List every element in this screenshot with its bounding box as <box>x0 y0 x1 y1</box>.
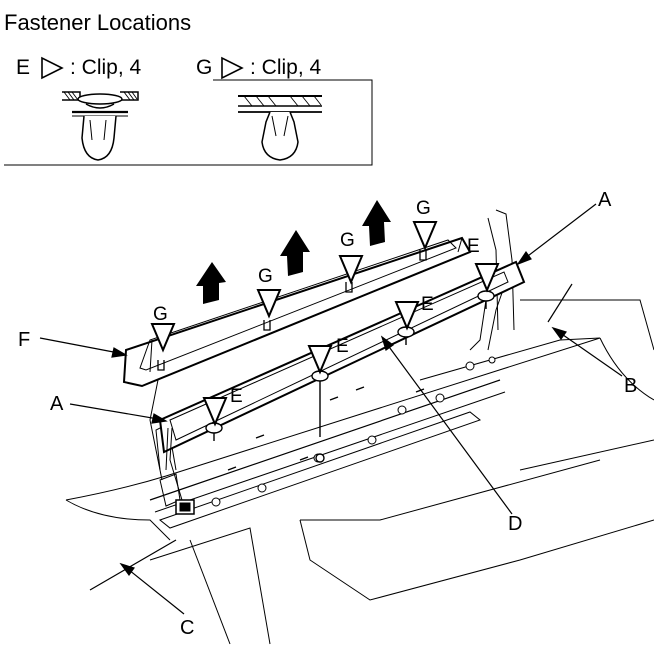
callout-d: D <box>508 513 522 535</box>
legend-frame <box>4 79 373 166</box>
legend-panel: Fastener Locations E : Clip, 4 G : Clip,… <box>4 10 373 166</box>
marker-labels: G G G G E E E E <box>153 198 480 407</box>
g-marker-label: G <box>258 266 273 287</box>
callout-a-left: A <box>50 393 64 415</box>
triangle-marker-icon <box>256 289 282 319</box>
e-marker-label: E <box>421 294 434 315</box>
e-markers <box>202 263 500 427</box>
g-marker-label: G <box>153 304 168 325</box>
legend-title: Fastener Locations <box>4 10 191 35</box>
triangle-marker-icon <box>307 345 333 375</box>
callout-a-top: A <box>598 189 612 211</box>
legend-text-e: : Clip, 4 <box>70 56 142 79</box>
callout-leaders <box>39 203 623 615</box>
guide-lines <box>149 379 183 501</box>
clip-e-icon <box>62 91 139 161</box>
triangle-marker-icon <box>221 56 244 80</box>
triangle-marker-icon <box>338 255 364 285</box>
triangle-marker-icon <box>394 301 420 331</box>
callout-c: C <box>180 617 194 639</box>
triangle-marker-icon <box>412 221 438 251</box>
g-markers <box>150 221 438 353</box>
g-clip-pins <box>157 250 427 371</box>
upper-garnish-f <box>122 236 472 388</box>
lower-garnish-d <box>158 260 526 454</box>
legend-text-g: : Clip, 4 <box>250 56 322 79</box>
triangle-marker-icon <box>41 56 64 80</box>
g-marker-label: G <box>340 230 355 251</box>
triangle-marker-icon <box>150 323 176 353</box>
clip-g-icon <box>238 95 322 161</box>
legend-letter-e: E <box>16 56 30 79</box>
legend-letter-g: G <box>196 56 212 79</box>
up-arrow-icon <box>196 262 226 304</box>
triangle-marker-icon <box>474 263 500 293</box>
up-arrow-icon <box>362 200 391 246</box>
up-arrow-icon <box>280 230 310 276</box>
removal-arrows <box>196 200 391 304</box>
triangle-marker-icon <box>202 397 228 427</box>
callout-labels: A A B C D F <box>18 189 637 639</box>
callout-b: B <box>624 375 637 397</box>
callout-f: F <box>18 329 30 351</box>
g-marker-label: G <box>416 198 431 219</box>
body-panel <box>65 209 654 645</box>
e-marker-label: E <box>467 236 480 257</box>
e-marker-label: E <box>230 386 243 407</box>
e-marker-label: E <box>336 336 349 357</box>
